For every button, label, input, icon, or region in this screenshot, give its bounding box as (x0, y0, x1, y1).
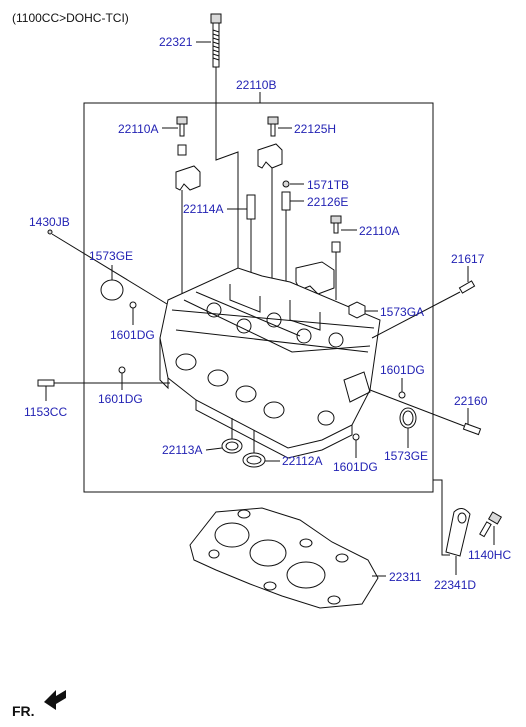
callout-1601dg-right-lower[interactable]: 1601DG (333, 460, 378, 474)
seal-plug-right-inner (402, 410, 414, 426)
guide-sleeve-22114a (246, 194, 256, 220)
bolt-centerline (215, 67, 239, 305)
plug-1601dg-left-lower (118, 366, 126, 374)
cap-bolt-part (176, 116, 188, 156)
callout-22110a-top[interactable]: 22110A (118, 122, 158, 136)
callout-22125h[interactable]: 22125H (294, 122, 336, 136)
camshaft-bearing-cap-left (175, 165, 201, 191)
callout-22160[interactable]: 22160 (454, 394, 488, 408)
callout-22112a[interactable]: 22112A (282, 454, 322, 468)
callout-1571tb[interactable]: 1571TB (307, 178, 349, 192)
head-bolt-part (210, 13, 222, 68)
seal-22113a-inner (225, 441, 239, 451)
head-gasket-22311 (189, 507, 379, 609)
callout-1601dg-right-upper[interactable]: 1601DG (380, 363, 425, 377)
cap-bolt-part-22125h (267, 116, 279, 137)
front-arrow-icon (44, 690, 66, 710)
callout-22321[interactable]: 22321 (159, 35, 193, 49)
callout-1573ge-left[interactable]: 1573GE (89, 249, 133, 263)
plug-1601dg-right-lower (352, 433, 360, 441)
plug-1601dg-left-upper (129, 301, 137, 309)
callout-22114a[interactable]: 22114A (183, 202, 223, 216)
plug-1601dg-right-upper (398, 391, 406, 399)
engine-spec-label: (1100CC>DOHC-TCI) (12, 11, 129, 25)
callout-1140hc[interactable]: 1140HC (468, 548, 511, 562)
stud-22160-centerline (369, 389, 465, 427)
callout-22311[interactable]: 22311 (389, 570, 422, 584)
seal-plug-left (100, 279, 124, 301)
bolt-1140hc-head (487, 511, 503, 525)
stud-21617-centerline (371, 291, 461, 339)
leader-hanger-frame (433, 479, 450, 556)
bolt-1140hc-shank (479, 521, 492, 538)
plug-1153cc (37, 379, 55, 387)
callout-1601dg-left-upper[interactable]: 1601DG (110, 328, 155, 342)
front-label: FR. (12, 703, 35, 719)
stud-22160 (462, 422, 482, 436)
assembly-frame (83, 102, 434, 493)
leader-22113a (205, 447, 223, 451)
seal-22112a-inner (246, 455, 262, 465)
callout-1573ga[interactable]: 1573GA (380, 305, 424, 319)
callout-1430jb[interactable]: 1430JB (29, 215, 70, 229)
callout-21617[interactable]: 21617 (451, 252, 485, 266)
camshaft-bearing-cap-right (257, 143, 283, 169)
cap-bolt-part-right (330, 215, 342, 253)
plug-1571tb (282, 180, 290, 188)
dowel-pin-22126e (281, 191, 291, 211)
callout-1573ge-right[interactable]: 1573GE (384, 449, 428, 463)
callout-22110b[interactable]: 22110B (236, 78, 276, 92)
engine-hanger-22341d (445, 508, 471, 557)
callout-22110a-right[interactable]: 22110A (359, 224, 399, 238)
hanger-hole (457, 512, 467, 524)
stud-21617 (458, 280, 476, 294)
callout-22113a[interactable]: 22113A (162, 443, 202, 457)
callout-1601dg-left-lower[interactable]: 1601DG (98, 392, 143, 406)
callout-22126e[interactable]: 22126E (307, 195, 348, 209)
cap-1573ga (348, 301, 366, 319)
callout-1153cc[interactable]: 1153CC (24, 405, 67, 419)
cylinder-head-body (159, 267, 381, 459)
pin-1430jb (47, 229, 53, 235)
callout-22341d[interactable]: 22341D (434, 578, 476, 592)
